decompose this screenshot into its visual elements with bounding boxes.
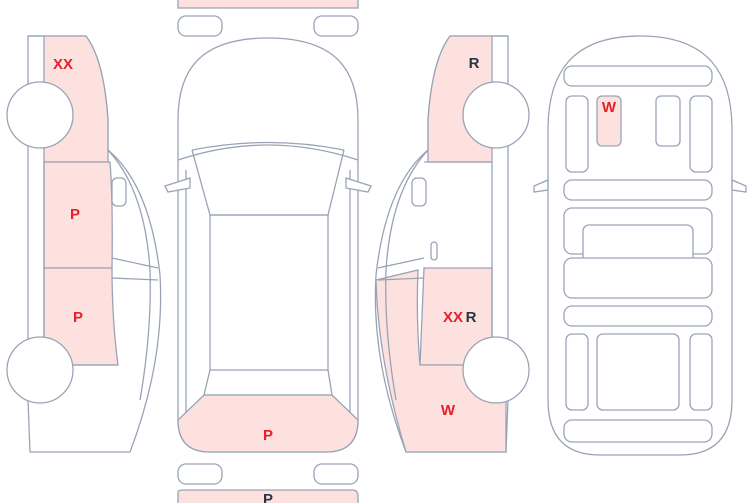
rear-bumper-partial-label: P — [263, 491, 273, 503]
right-rear-door-label-2: R — [466, 309, 477, 326]
left-front-door-label: P — [70, 206, 80, 223]
front-bumper-partial — [177, 0, 359, 9]
interior-left-panel-rear — [565, 333, 589, 411]
top-right-mirror — [345, 177, 372, 193]
rear-left-taillight — [177, 463, 223, 485]
interior-seat-label: W — [602, 99, 617, 116]
right-front-fender-label: R — [469, 55, 480, 72]
interior-left-mirror — [533, 179, 549, 193]
trunk-bar — [563, 419, 713, 443]
interior-seat-right — [655, 95, 681, 147]
top-left-mirror — [164, 177, 191, 193]
left-pillar-lines — [111, 257, 159, 281]
hood-line — [177, 144, 359, 161]
right-rear-quarter-panel[interactable] — [375, 269, 507, 453]
windshield-top — [191, 141, 345, 151]
rear-bumper-label: P — [263, 427, 273, 444]
front-right-headlight — [313, 15, 359, 37]
left-rear-wheel — [6, 336, 74, 404]
right-door-handle — [430, 241, 438, 261]
interior-left-panel-front — [565, 95, 589, 173]
left-mirror — [111, 177, 127, 207]
interior-seat-panel[interactable] — [596, 95, 622, 147]
roof — [209, 214, 329, 371]
top-view: P P — [164, 0, 372, 503]
rear-bumper-partial — [177, 489, 359, 503]
left-front-fender-label: XX — [53, 56, 73, 73]
front-left-headlight — [177, 15, 223, 37]
left-rear-door-label: P — [73, 309, 83, 326]
left-side-view: XX P P — [6, 35, 162, 453]
left-front-wheel — [6, 81, 74, 149]
right-rear-wheel — [462, 336, 530, 404]
rear-console-frame — [563, 257, 713, 299]
interior-view: W — [533, 35, 747, 456]
rear-row-bar — [563, 305, 713, 327]
rear-seat — [596, 333, 680, 411]
interior-right-panel-front — [689, 95, 713, 173]
rear-bumper-panel[interactable] — [177, 394, 359, 453]
dashboard — [563, 65, 713, 87]
right-rear-door-label-1: XX — [443, 309, 463, 326]
right-window-line — [385, 149, 429, 401]
left-window-line — [107, 149, 151, 401]
right-mirror — [411, 177, 427, 207]
right-side-view: R XX R W — [374, 35, 530, 453]
right-pillar-lines — [377, 257, 425, 281]
front-row-bar — [563, 179, 713, 201]
interior-right-mirror — [731, 179, 747, 193]
rear-right-taillight — [313, 463, 359, 485]
top-side-lines — [185, 170, 351, 420]
right-rear-quarter-label: W — [441, 402, 456, 419]
interior-right-panel-rear — [689, 333, 713, 411]
right-front-wheel — [462, 81, 530, 149]
